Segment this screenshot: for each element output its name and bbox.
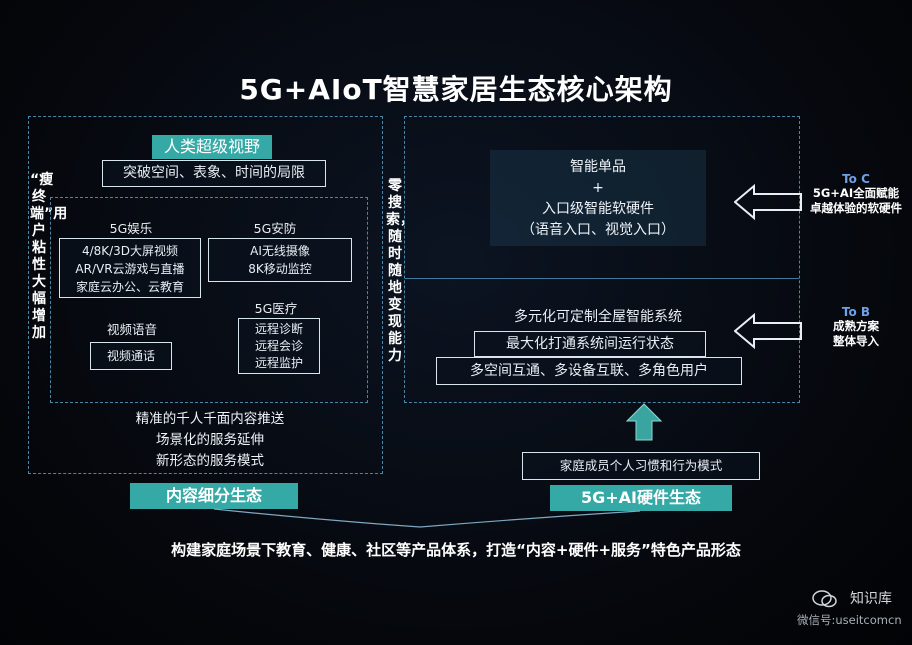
security-line: AI无线摄像 (250, 244, 310, 258)
to-b-line: 成熟方案 (833, 319, 879, 333)
hardware-ecosystem-tag: 5G+AI硬件生态 (550, 485, 732, 511)
5g-entertainment-label: 5G娱乐 (109, 221, 153, 236)
medical-line: 远程会诊 (254, 339, 303, 353)
zero-search-vertical-text: 零搜索，随时随地变现能力 (386, 178, 414, 364)
smart-products-text: 智能单品 + 入口级智能软硬件 （语音入口、视觉入口） (480, 157, 716, 241)
wechat-watermark: 知识库 微信号:useitcomcn (797, 588, 912, 638)
content-ecosystem-frame (28, 116, 383, 474)
5g-entertainment-box: 4/8K/3D大屏视频 AR/VR云游戏与直播 家庭云办公、云教育 (59, 238, 201, 298)
entertainment-line: 4/8K/3D大屏视频 (81, 244, 179, 258)
service-line: 场景化的服务延伸 (156, 432, 264, 448)
to-c-block: To C 5G+AI全面赋能 卓越体验的软硬件 (800, 172, 912, 216)
human-super-vision-tag: 人类超级视野 (152, 135, 272, 159)
medical-line: 远程诊断 (254, 322, 303, 336)
frame-divider (405, 278, 799, 279)
service-line: 新形态的服务模式 (156, 453, 264, 469)
5g-medical-box: 远程诊断 远程会诊 远程监护 (238, 318, 320, 374)
to-c-line: 卓越体验的软硬件 (810, 201, 902, 215)
up-arrow-icon (626, 403, 662, 441)
scenarios-inner-frame (50, 197, 368, 403)
entertainment-line: 家庭云办公、云教育 (75, 280, 184, 294)
system-status-box: 最大化打通系统间运行状态 (474, 331, 706, 357)
smart-product-line: 智能单品 (570, 159, 626, 175)
to-c-line: 5G+AI全面赋能 (812, 186, 900, 200)
family-habits-box: 家庭成员个人习惯和行为模式 (522, 452, 760, 480)
to-c-title: To C (842, 172, 870, 186)
entertainment-line: AR/VR云游戏与直播 (75, 262, 185, 276)
top-glow-area (490, 150, 706, 246)
video-voice-label: 视频语音 (106, 322, 157, 337)
watermark-name: 知识库 (850, 591, 892, 607)
to-b-title: To B (841, 305, 871, 319)
security-line: 8K移动监控 (248, 262, 312, 276)
to-b-block: To B 成熟方案 整体导入 (800, 305, 912, 349)
5g-medical-label: 5G医疗 (254, 301, 298, 316)
wechat-icon (812, 590, 837, 608)
5g-security-label: 5G安防 (253, 221, 297, 236)
medical-line: 远程监护 (254, 356, 303, 370)
smart-product-line: + (592, 180, 604, 196)
to-c-left-arrow-icon (734, 184, 802, 220)
whole-house-system-label: 多元化可定制全屋智能系统 (514, 309, 682, 325)
watermark-account: 微信号:useitcomcn (797, 613, 902, 627)
to-b-left-arrow-icon (734, 313, 802, 349)
hardware-ecosystem-frame (404, 116, 800, 403)
content-ecosystem-tag: 内容细分生态 (130, 483, 298, 509)
smart-product-line: （语音入口、视觉入口） (521, 222, 675, 238)
page-title: 5G+AIoT智慧家居生态核心架构 (239, 73, 673, 106)
smart-product-line: 入口级智能软硬件 (542, 201, 654, 217)
video-call-box: 视频通话 (90, 342, 172, 370)
5g-security-box: AI无线摄像 8K移动监控 (208, 238, 352, 282)
to-b-line: 整体导入 (833, 334, 879, 348)
multi-space-box: 多空间互通、多设备互联、多角色用户 (436, 357, 742, 385)
bottom-statement: 构建家庭场景下教育、健康、社区等产品体系，打造“内容+硬件+服务”特色产品形态 (171, 541, 741, 559)
content-service-lines: 精准的千人千面内容推送 场景化的服务延伸 新形态的服务模式 (60, 409, 360, 472)
thin-terminal-vertical-text: “瘦终端”用户粘性大幅增加 (30, 172, 68, 341)
service-line: 精准的千人千面内容推送 (135, 411, 285, 427)
break-limits-box: 突破空间、表象、时间的局限 (102, 160, 326, 187)
